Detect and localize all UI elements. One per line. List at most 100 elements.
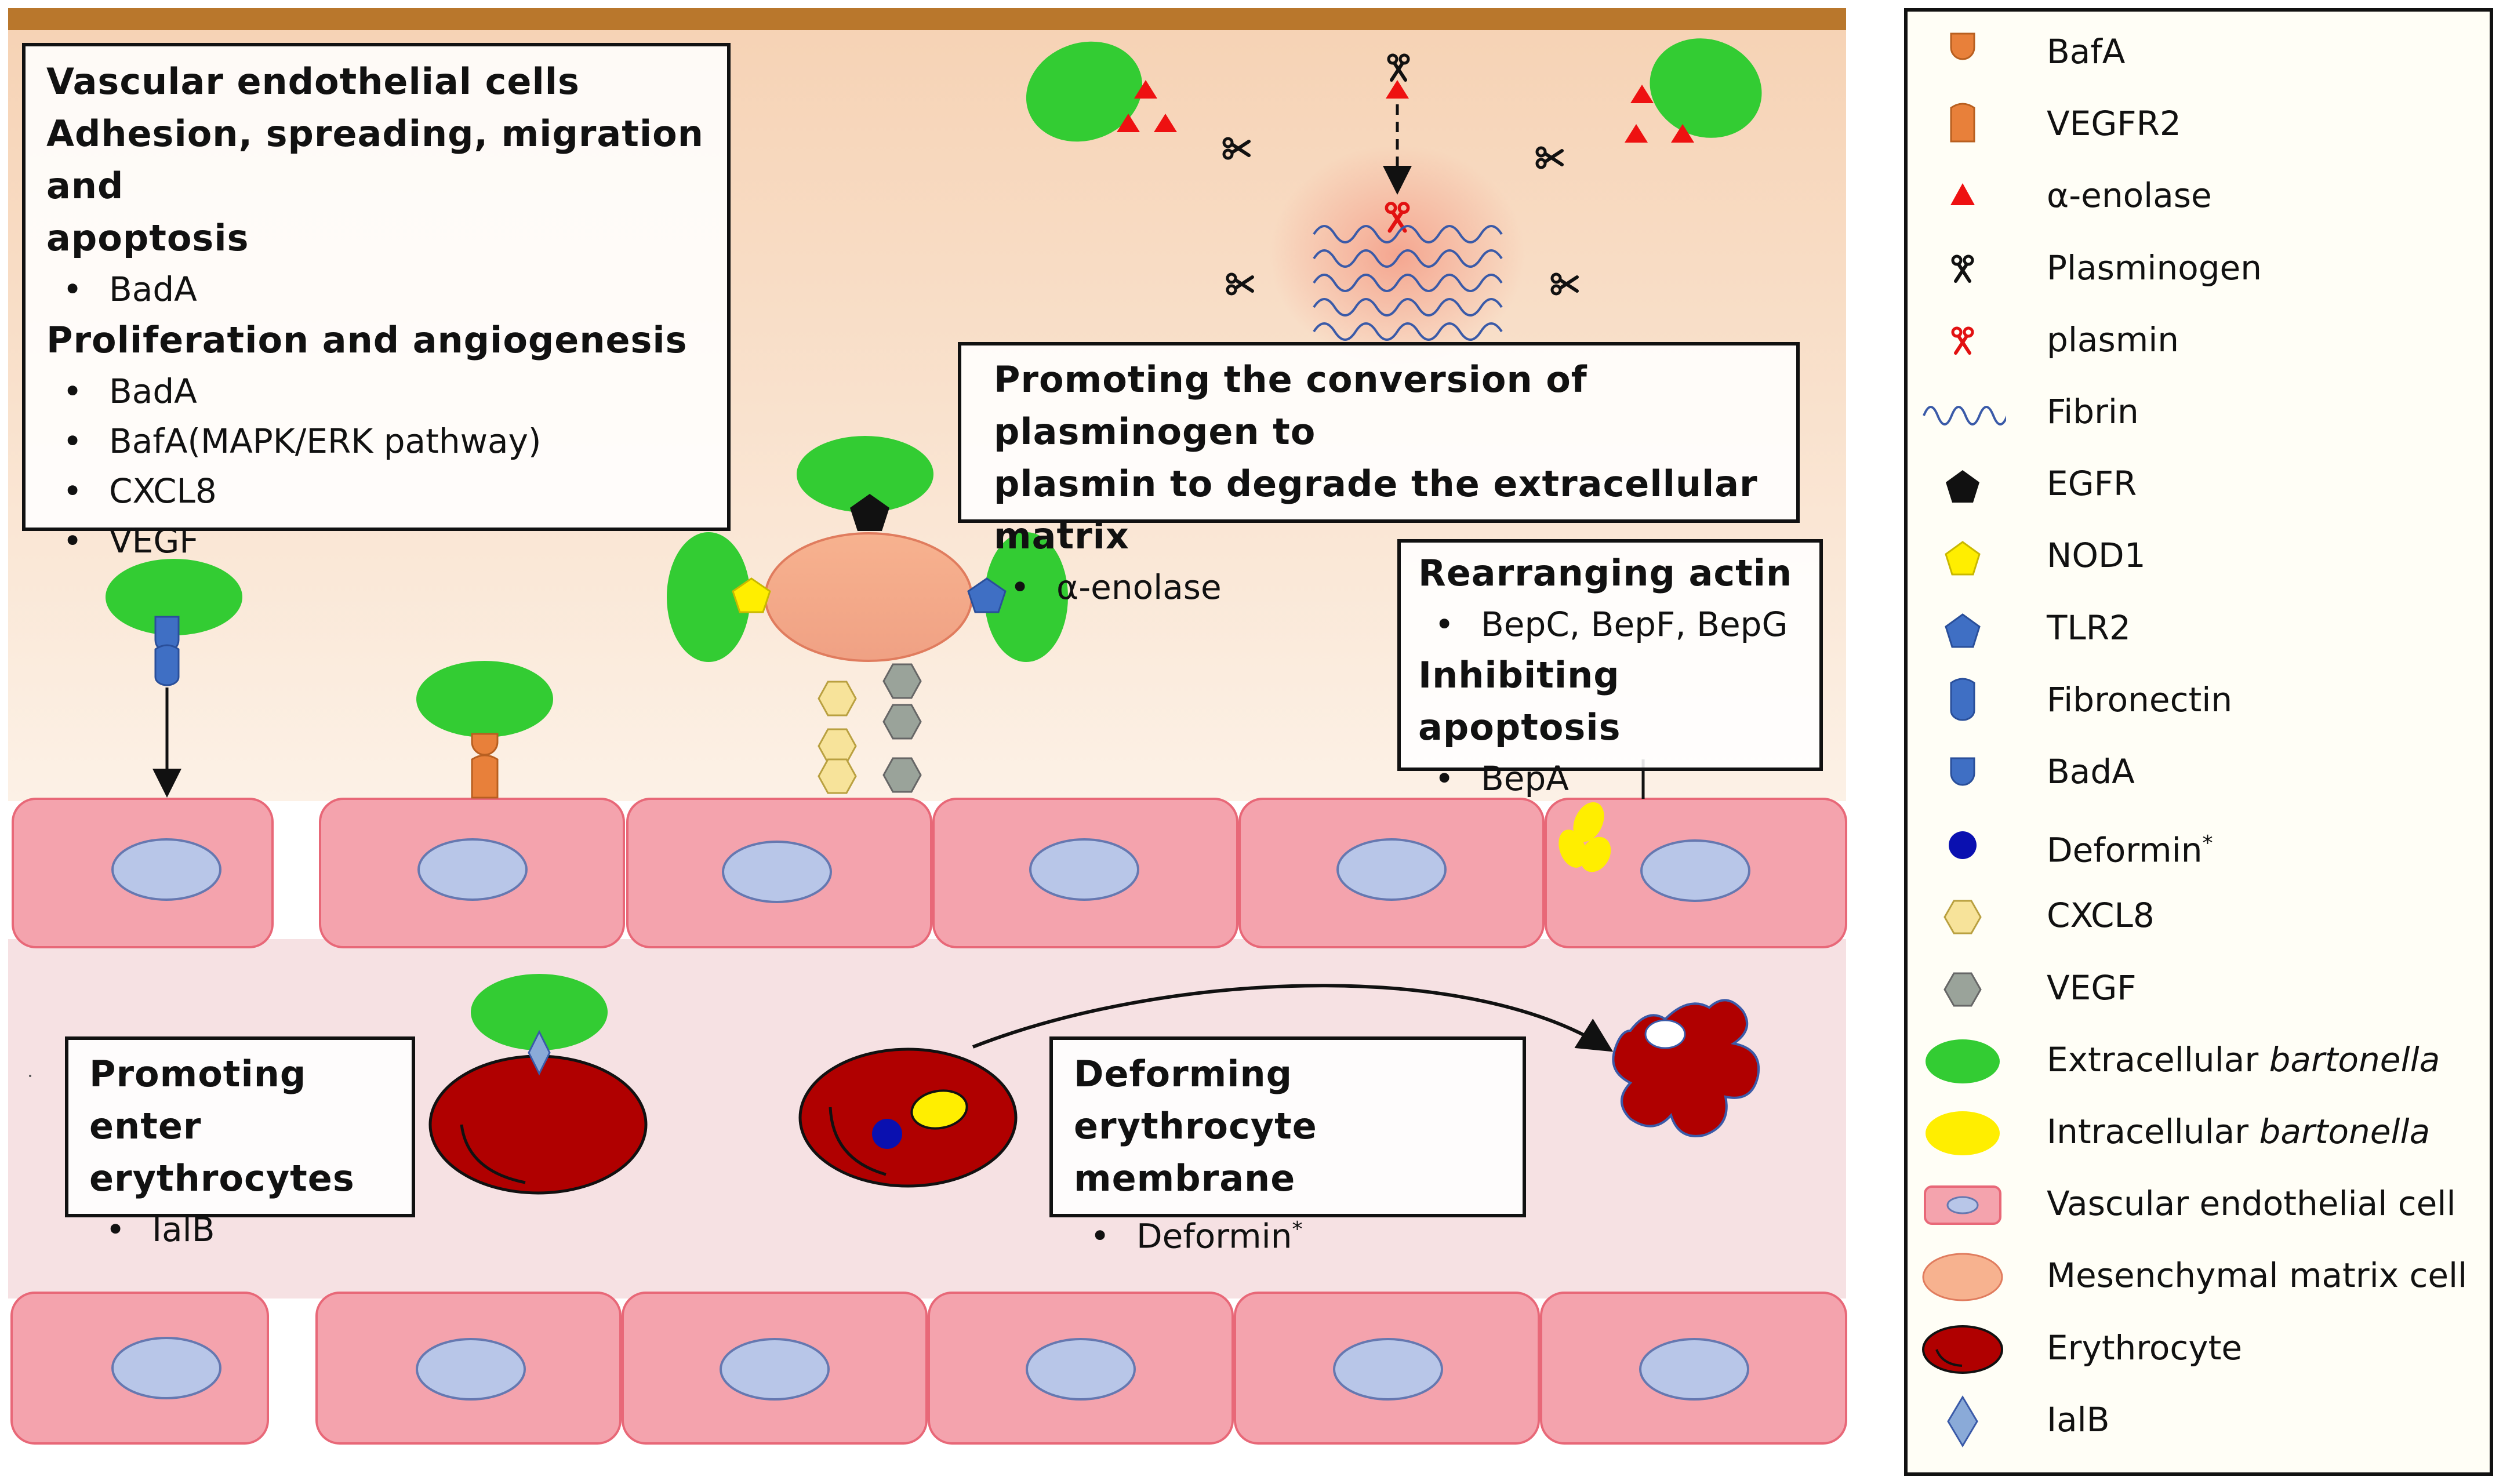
- endothelial-cell: [10, 1292, 269, 1445]
- extracellular-bartonella: [1650, 38, 1762, 138]
- fibrin-fibers: [1313, 225, 1503, 341]
- cxcl8-icon: [1943, 900, 1982, 934]
- bafa-vegfr2-group: [416, 661, 553, 799]
- legend-label: VEGFR2: [2047, 103, 2181, 144]
- box-subtitle: Proliferation and angiogenesis: [46, 319, 688, 361]
- legend-label-text: IalB: [2047, 1399, 2110, 1439]
- endothelial-cell: [928, 1292, 1234, 1445]
- intracellular-bartonella: [1573, 802, 1604, 842]
- vegf-molecule: [882, 704, 922, 740]
- intracellular-bartonella-icon: [1926, 1111, 2000, 1155]
- legend-label-text: BafA: [2047, 32, 2126, 71]
- cxcl8-molecule: [818, 728, 857, 764]
- legend-label-text: Vascular endothelial cell: [2047, 1184, 2456, 1224]
- legend-item: TLR2: [1908, 594, 2490, 663]
- legend-label: Fibrin: [2047, 391, 2139, 432]
- vegfr2-receptor: [471, 754, 499, 799]
- erythrocyte-fold: [829, 1107, 887, 1176]
- vegf-icon: [1943, 972, 1982, 1007]
- egfr-icon: [1946, 470, 1979, 503]
- legend-item: VEGFR2: [1908, 89, 2490, 159]
- erythrocyte-icon: [1922, 1325, 2003, 1374]
- ialb-molecule: [528, 1030, 551, 1076]
- stray-dot: [29, 1075, 31, 1077]
- box-item-mark: *: [1292, 1217, 1303, 1241]
- endothelial-functions-box: Vascular endothelial cells Adhesion, spr…: [22, 43, 731, 561]
- erythrocyte-invasion-group: [428, 974, 648, 1195]
- legend-label: Intracellular bartonella: [2047, 1111, 2430, 1152]
- legend-item: Fibronectin: [1908, 665, 2490, 735]
- intracellular-bartonella: [1580, 836, 1611, 872]
- legend-item: plasmin: [1908, 305, 2490, 375]
- legend-item: Deformin*: [1908, 809, 2490, 879]
- intracellular-bartonella-group: [1559, 759, 1645, 872]
- legend-label-italic: bartonella: [2259, 1112, 2431, 1151]
- upper-endothelial-layer: [12, 798, 1847, 948]
- legend-label: CXCL8: [2047, 895, 2155, 936]
- legend-item: CXCL8: [1908, 881, 2490, 951]
- bada-icon: [1950, 757, 1975, 786]
- endothelial-cell: [315, 1292, 622, 1445]
- mesenchymal-cell-icon: [1922, 1253, 2003, 1301]
- legend-label: Vascular endothelial cell: [2047, 1183, 2456, 1224]
- box-title: Deforming erythrocyte: [1074, 1053, 1317, 1147]
- legend-label-mark: *: [2202, 831, 2213, 856]
- erythrocyte-deformation-group: [798, 984, 1760, 1188]
- box-item: IalB: [89, 1205, 412, 1254]
- legend-item: Fibrin: [1908, 377, 2490, 447]
- legend-label: Erythrocyte: [2047, 1327, 2242, 1368]
- endothelial-cell: [1545, 798, 1847, 948]
- box-item: α-enolase: [994, 562, 1796, 612]
- erythrocyte: [798, 1047, 1018, 1188]
- vegfr2-icon: [1950, 103, 1975, 143]
- alpha-enolase-molecule: [1625, 124, 1648, 143]
- box-item: VEGF: [46, 516, 727, 566]
- endothelial-cell: [1234, 1292, 1540, 1445]
- box-item: Deformin*: [1074, 1205, 1523, 1261]
- legend-label-italic: bartonella: [2269, 1039, 2440, 1079]
- extracellular-bartonella: [106, 559, 242, 635]
- plasmin-cluster: [1026, 38, 1762, 365]
- legend-label: plasmin: [2047, 319, 2179, 360]
- egfr-receptor: [850, 494, 889, 531]
- alpha-enolase-molecule: [1154, 114, 1177, 132]
- alpha-enolase-icon: [1950, 183, 1975, 206]
- legend-label: VEGF: [2047, 967, 2137, 1008]
- legend-label: NOD1: [2047, 535, 2146, 576]
- legend-label-text: Mesenchymal matrix cell: [2047, 1256, 2468, 1296]
- box-item: BadA: [46, 366, 727, 416]
- legend-label-text: Plasminogen: [2047, 248, 2262, 288]
- ialb-icon: [1947, 1395, 1978, 1447]
- box-title: plasmin to degrade the extracellular mat…: [994, 463, 1758, 557]
- extracellular-bartonella: [797, 436, 933, 512]
- box-title: Rearranging actin: [1418, 552, 1793, 594]
- legend-label: Deformin*: [2047, 823, 2213, 870]
- deformation-arrow: [972, 984, 1614, 1052]
- legend-label: IalB: [2047, 1399, 2110, 1440]
- legend-item: Plasminogen: [1908, 234, 2490, 303]
- legend-label-text: VEGF: [2047, 967, 2137, 1007]
- cxcl8-molecule: [818, 758, 857, 794]
- box-title: Promoting the conversion of plasminogen …: [994, 358, 1587, 453]
- legend-label: BadA: [2047, 751, 2135, 792]
- box-item: BepC, BepF, BepG: [1418, 599, 1819, 649]
- legend-item: EGFR: [1908, 449, 2490, 519]
- lower-endothelial-layer: [10, 1292, 1847, 1445]
- plasmin-icon: [1951, 326, 1974, 355]
- bada-adhesion-group: [106, 559, 242, 798]
- legend-item: IalB: [1908, 1385, 2490, 1455]
- legend-label: Mesenchymal matrix cell: [2047, 1255, 2467, 1296]
- bafa-icon: [1950, 32, 1975, 60]
- box-subtitle: Adhesion, spreading, migration and: [46, 112, 704, 207]
- legend-item: Extracellular bartonella: [1908, 1025, 2490, 1095]
- legend-label-text: EGFR: [2047, 464, 2137, 504]
- legend-label-text: Fibronectin: [2047, 679, 2233, 719]
- extracellular-bartonella-icon: [1926, 1039, 2000, 1083]
- endothelial-cell-icon: [1924, 1185, 2001, 1225]
- legend-label-text: Intracellular: [2047, 1112, 2259, 1151]
- legend-item: BadA: [1908, 737, 2490, 807]
- vegf-molecule: [882, 663, 922, 699]
- legend-label-text: Fibrin: [2047, 392, 2139, 431]
- legend-label-text: Extracellular: [2047, 1039, 2269, 1079]
